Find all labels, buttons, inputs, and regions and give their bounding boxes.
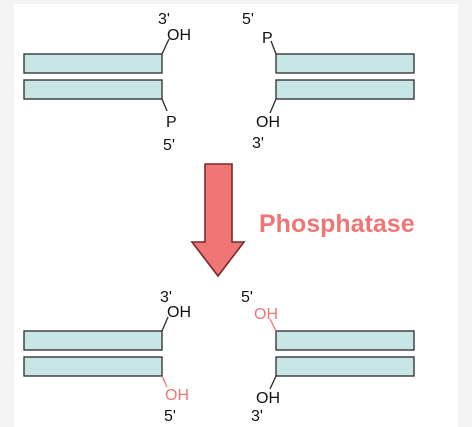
after-right-bottom-group: OH (256, 390, 280, 407)
after-left-top-group: OH (167, 304, 191, 321)
before-left-top-strand (23, 53, 163, 74)
after-left-top-strand (23, 330, 163, 351)
before-left-bottom-group: P (166, 114, 177, 131)
after-right-top-bond (269, 318, 277, 332)
before-right-top-bond (270, 40, 277, 55)
after-left-bottom-strand (23, 356, 163, 377)
before-right-bottom-bond (269, 98, 277, 114)
after-right-bottom-bond (269, 375, 277, 390)
after-left-bottom-bond (161, 375, 168, 388)
down-arrow-icon (190, 163, 246, 278)
after-right-top-prime: 5' (241, 289, 253, 306)
after-left-bottom-group: OH (165, 387, 189, 404)
before-left-bottom-prime: 5' (163, 137, 175, 154)
before-left-bottom-bond (161, 98, 168, 112)
before-right-bottom-strand (275, 79, 415, 100)
after-left-bottom-prime: 5' (164, 408, 176, 425)
after-state: 3' OH OH 5' 5' OH OH 3' (23, 289, 415, 425)
before-right-bottom-prime: 3' (252, 135, 264, 152)
before-right-bottom-group: OH (256, 114, 280, 131)
after-right-top-group: OH (254, 306, 278, 323)
before-left-top-prime: 3' (158, 11, 170, 28)
before-left-bottom-strand (23, 79, 163, 100)
before-state: 3' OH P 5' 5' P OH 3' (23, 11, 415, 154)
before-right-top-group: P (262, 30, 273, 47)
after-right-bottom-strand (275, 356, 415, 377)
before-left-top-bond (161, 38, 170, 55)
before-right-top-prime: 5' (242, 11, 254, 28)
after-left-top-bond (161, 316, 169, 332)
after-left-top-prime: 3' (160, 289, 172, 306)
before-right-top-strand (275, 53, 415, 74)
process-label: Phosphatase (259, 210, 415, 238)
before-left-top-group: OH (167, 27, 191, 44)
after-right-bottom-prime: 3' (251, 408, 263, 425)
after-right-top-strand (275, 330, 415, 351)
